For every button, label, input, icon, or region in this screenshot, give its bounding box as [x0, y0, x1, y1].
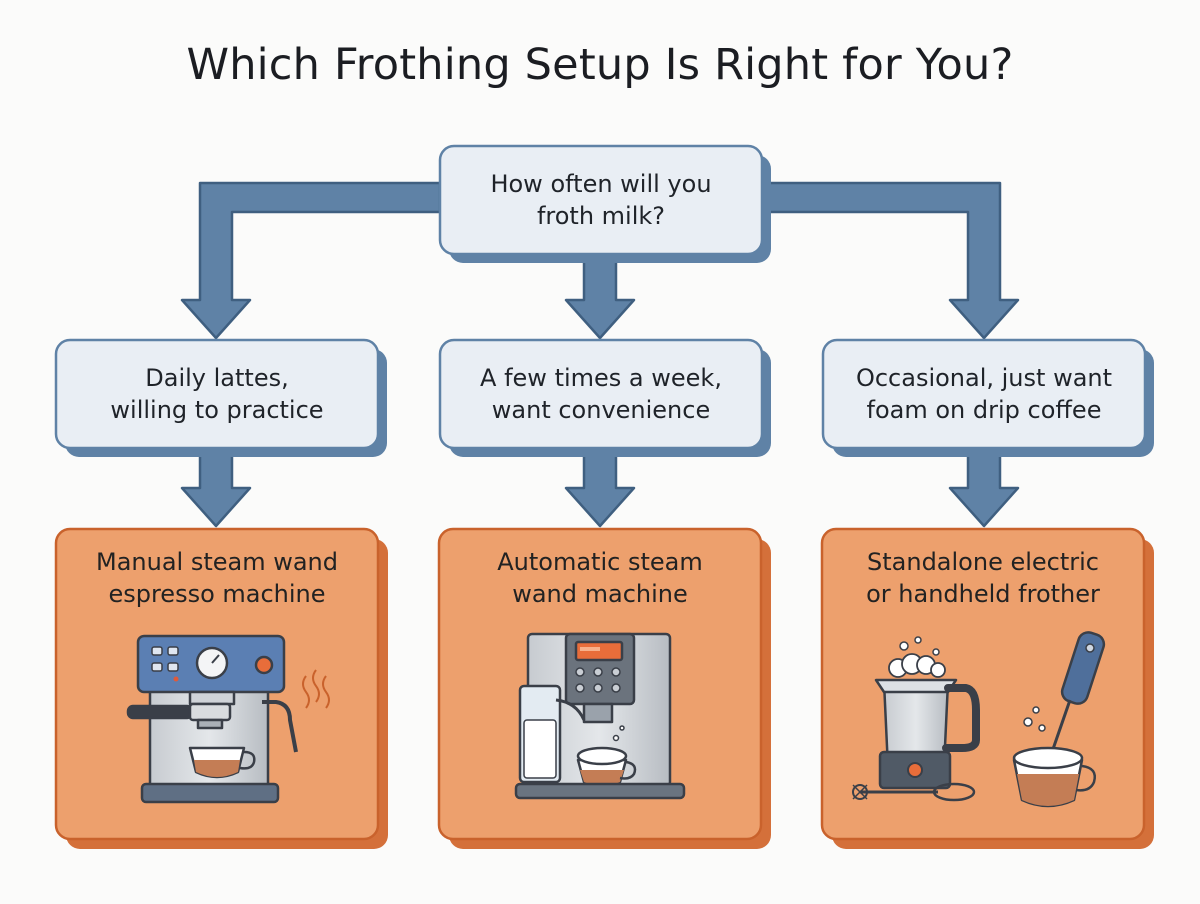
arrow-question-to-middle — [564, 250, 636, 340]
result-line-1: Standalone electric — [867, 548, 1099, 576]
condition-line-1: Daily lattes, — [145, 364, 289, 392]
result-line-2: espresso machine — [108, 580, 326, 608]
result-line-1: Automatic steam — [497, 548, 703, 576]
condition-line-1: Occasional, just want — [855, 364, 1113, 392]
condition-line-1: A few times a week, — [480, 364, 722, 392]
manual-espresso-machine-icon — [126, 634, 330, 804]
condition-line-2: foam on drip coffee — [866, 396, 1102, 424]
question-line-1: How often will you — [490, 170, 712, 198]
result-text-automatic: Automatic steam wand machine — [439, 546, 761, 610]
question-text: How often will you froth milk? — [440, 146, 762, 254]
result-line-2: wand machine — [512, 580, 688, 608]
result-text-frother: Standalone electric or handheld frother — [822, 546, 1144, 610]
automatic-espresso-machine-icon — [514, 632, 686, 800]
condition-text-occasional: Occasional, just want foam on drip coffe… — [823, 340, 1145, 448]
question-box — [438, 144, 771, 263]
electric-and-handheld-frother-icon — [852, 631, 1106, 808]
condition-line-2: willing to practice — [110, 396, 324, 424]
condition-box-weekly — [438, 338, 771, 457]
question-line-2: froth milk? — [536, 202, 666, 230]
condition-box-occasional — [821, 338, 1154, 457]
diagram-title: Which Frothing Setup Is Right for You? — [186, 40, 1014, 90]
result-line-1: Manual steam wand — [95, 548, 338, 576]
arrow-left-condition-to-result — [180, 446, 252, 528]
condition-line-2: want convenience — [491, 396, 711, 424]
arrow-question-to-right — [758, 181, 1020, 340]
arrow-right-condition-to-result — [948, 446, 1020, 528]
condition-box-daily — [54, 338, 387, 457]
result-text-manual: Manual steam wand espresso machine — [56, 546, 378, 610]
condition-text-weekly: A few times a week, want convenience — [440, 340, 762, 448]
arrow-question-to-left — [180, 181, 442, 340]
arrow-middle-condition-to-result — [564, 446, 636, 528]
result-line-2: or handheld frother — [866, 580, 1100, 608]
condition-text-daily: Daily lattes, willing to practice — [56, 340, 378, 448]
